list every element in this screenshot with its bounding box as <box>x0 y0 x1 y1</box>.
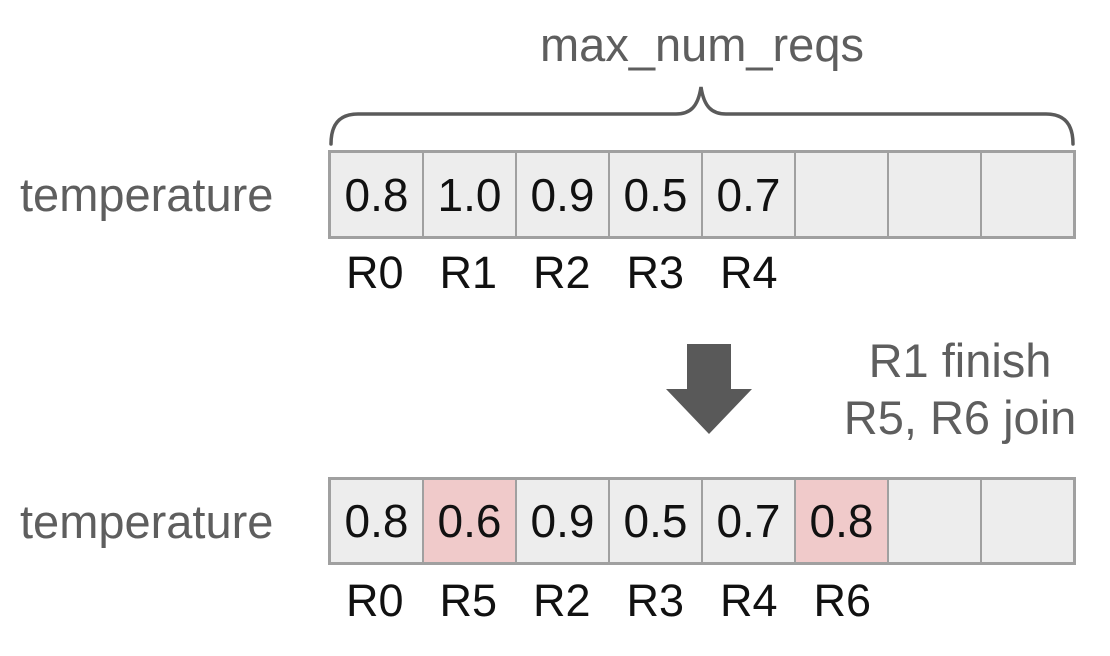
request-label-empty <box>889 577 983 627</box>
transition-note: R1 finish R5, R6 join <box>812 332 1108 446</box>
array-cell <box>796 153 889 236</box>
request-label-empty <box>889 249 983 299</box>
array-cell-highlighted: 0.6 <box>424 480 517 562</box>
down-arrow-icon <box>666 344 752 434</box>
array-cell: 0.9 <box>517 153 610 236</box>
temperature-label-after: temperature <box>20 494 274 548</box>
request-label-r0: R0 <box>345 247 404 298</box>
array-cell: 0.5 <box>610 480 703 562</box>
request-label-r2: R2 <box>532 575 591 626</box>
array-cell: 0.5 <box>610 153 703 236</box>
array-cell: 0.8 <box>331 480 424 562</box>
request-label-r1: R1 <box>439 247 498 298</box>
request-label-r6: R6 <box>813 575 872 626</box>
request-labels-after: R0 R5 R2 R3 R4 R6 <box>328 577 1076 627</box>
curly-brace-path <box>329 86 1075 146</box>
array-cell <box>982 153 1073 236</box>
request-label-r2: R2 <box>532 247 591 298</box>
request-labels-before: R0 R1 R2 R3 R4 <box>328 249 1076 299</box>
array-cell: 1.0 <box>424 153 517 236</box>
temperature-label-before: temperature <box>20 168 274 221</box>
request-label-empty <box>983 249 1077 299</box>
array-cell: 0.7 <box>703 153 796 236</box>
request-label-r3: R3 <box>626 247 685 298</box>
curly-brace-icon <box>329 86 1075 146</box>
request-label-r5: R5 <box>439 575 498 626</box>
array-cell: 0.7 <box>703 480 796 562</box>
request-label-empty <box>983 577 1077 627</box>
array-cell <box>982 480 1073 562</box>
transition-note-line-2: R5, R6 join <box>843 391 1077 444</box>
array-cell-highlighted: 0.8 <box>796 480 889 562</box>
down-arrow-shape <box>666 344 752 434</box>
array-cell: 0.9 <box>517 480 610 562</box>
request-label-r0: R0 <box>345 575 404 626</box>
array-cell: 0.8 <box>331 153 424 236</box>
transition-note-line-1: R1 finish <box>868 334 1052 387</box>
request-label-r4: R4 <box>719 575 778 626</box>
max-num-reqs-label: max_num_reqs <box>540 18 864 71</box>
request-label-empty <box>796 249 890 299</box>
request-label-r3: R3 <box>626 575 685 626</box>
request-label-r4: R4 <box>719 247 778 298</box>
array-cell <box>889 153 982 236</box>
array-cell <box>889 480 982 562</box>
